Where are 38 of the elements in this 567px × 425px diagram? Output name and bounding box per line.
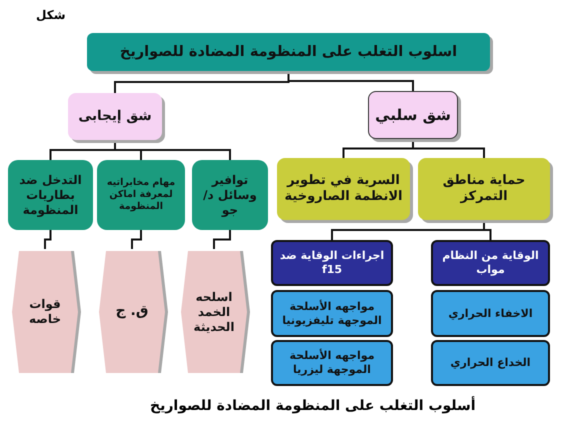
node-label: شق إيجابى [77, 108, 153, 125]
node-label: مواجهه الأسلحة الموجهة تليفزيونيا [281, 300, 383, 328]
node-label: الخداع الحراري [449, 356, 532, 370]
node-label: مهام مخابراتيه لمعرفة اماكن المنظومة [106, 177, 176, 213]
process-box [192, 160, 268, 230]
node-label: توافير وسائل د/جو [202, 172, 258, 218]
node-label: اسلحه الخمد الحديثة [192, 290, 236, 334]
node-label: مواجهه الأسلحة الموجهة ليزريا [288, 349, 376, 377]
node-label: اسلوب التغلب على المنظومة المضادة للصواريخ [118, 42, 458, 62]
connector-line [44, 230, 52, 249]
connector-line [114, 71, 290, 93]
node-label: ق. ج [114, 303, 150, 321]
process-box [271, 340, 393, 386]
process-box [271, 240, 393, 286]
process-box [68, 93, 162, 140]
node-label: الاخفاء الحراري [447, 306, 534, 320]
process-box [8, 160, 93, 230]
process-box [368, 91, 458, 139]
node-label: التدخل ضد بطاريات المنظومة [18, 172, 83, 218]
connector-line [131, 230, 142, 249]
process-box [271, 290, 393, 337]
process-box [431, 340, 550, 386]
process-box [87, 33, 490, 71]
process-box [431, 290, 550, 337]
node-label: السرية في تطوير الانظمة الصاروخية [284, 172, 404, 206]
node-label: شق سلبي [374, 106, 452, 124]
node-label: اجراءات الوقاية ضد f15 [278, 249, 386, 277]
process-box [431, 240, 550, 286]
process-box [277, 158, 410, 220]
connector-line [342, 139, 414, 158]
process-box [97, 160, 185, 230]
connector-line [213, 230, 231, 249]
node-label: الوقاية من النظام مواب [441, 249, 540, 277]
caption: أسلوب التغلب على المنظومة المضادة للصواريخ [150, 398, 476, 414]
node-label: حماية مناطق التمركز [442, 172, 526, 206]
process-box [418, 158, 550, 220]
figure-label: شكل [36, 8, 66, 22]
node-label: قوات خاصه [28, 297, 62, 327]
